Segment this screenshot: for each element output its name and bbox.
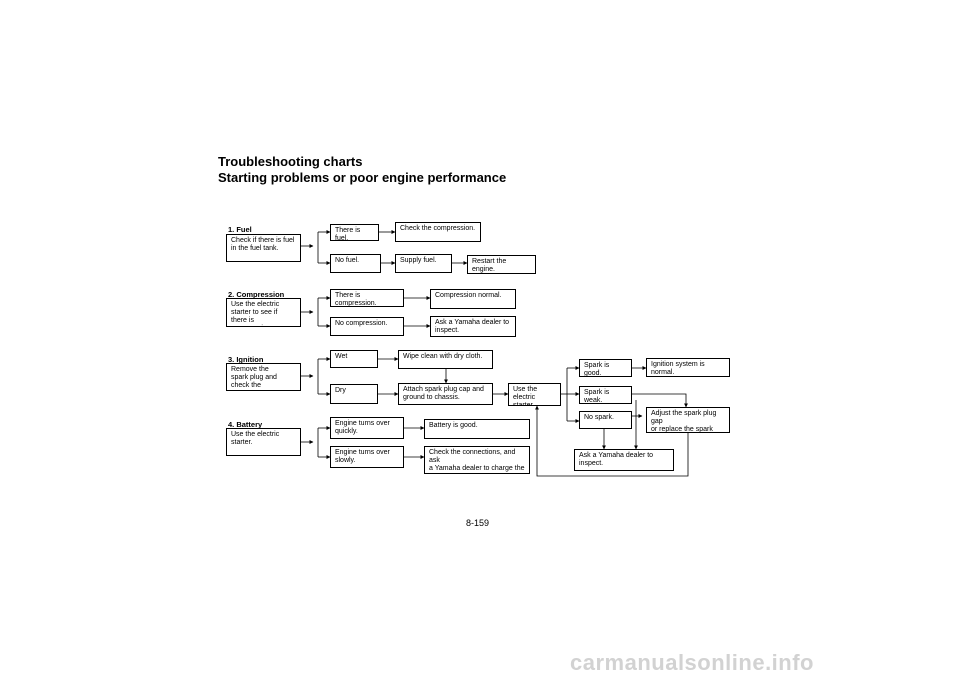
page-number: 8-159 xyxy=(466,518,490,528)
ignition-normal-box: Ignition system is normal. xyxy=(646,358,730,377)
ignition-remove-box: Remove the spark plug and check the elec… xyxy=(226,363,301,391)
compression-yes-box: There is compression. xyxy=(330,289,404,307)
battery-quick-box: Engine turns over quickly. xyxy=(330,417,404,439)
ignition-spark-weak-box: Spark is weak. xyxy=(579,386,632,404)
battery-slow-box: Engine turns over slowly. xyxy=(330,446,404,468)
ignition-spark-good-box: Spark is good. xyxy=(579,359,632,377)
fuel-no-box: No fuel. xyxy=(330,254,381,273)
chart-title: Troubleshooting charts xyxy=(218,154,363,169)
chart-subtitle: Starting problems or poor engine perform… xyxy=(218,170,507,185)
fuel-supply-box: Supply fuel. xyxy=(395,254,452,273)
fuel-check-box: Check if there is fuel in the fuel tank. xyxy=(226,234,301,262)
section-fuel-label: 1. Fuel xyxy=(228,225,252,234)
watermark: carmanualsonline.info xyxy=(570,650,814,675)
battery-check-box: Check the connections, and ask a Yamaha … xyxy=(424,446,530,474)
ignition-adjust-box: Adjust the spark plug gap or replace the… xyxy=(646,407,730,433)
fuel-restart-box: Restart the engine. xyxy=(467,255,536,274)
compression-check-box: Use the electric starter to see if there… xyxy=(226,298,301,327)
section-battery-label: 4. Battery xyxy=(228,420,263,429)
ignition-starter-box: Use the electric starter. xyxy=(508,383,561,406)
ignition-wet-box: Wet xyxy=(330,350,378,368)
ignition-no-spark-box: No spark. xyxy=(579,411,632,429)
battery-starter-box: Use the electric starter. xyxy=(226,428,301,456)
ignition-attach-box: Attach spark plug cap and ground to chas… xyxy=(398,383,493,405)
section-compression-label: 2. Compression xyxy=(228,290,285,299)
section-ignition-label: 3. Ignition xyxy=(228,355,264,364)
ignition-dealer-box: Ask a Yamaha dealer to inspect. xyxy=(574,449,674,471)
battery-good-box: Battery is good. xyxy=(424,419,530,439)
ignition-dry-box: Dry xyxy=(330,384,378,404)
compression-no-box: No compression. xyxy=(330,317,404,336)
ignition-wipe-box: Wipe clean with dry cloth. xyxy=(398,350,493,369)
fuel-check-compression-box: Check the compression. xyxy=(395,222,481,242)
fuel-yes-box: There is fuel. xyxy=(330,224,379,241)
compression-dealer-box: Ask a Yamaha dealer to inspect. xyxy=(430,316,516,337)
compression-normal-box: Compression normal. xyxy=(430,289,516,309)
